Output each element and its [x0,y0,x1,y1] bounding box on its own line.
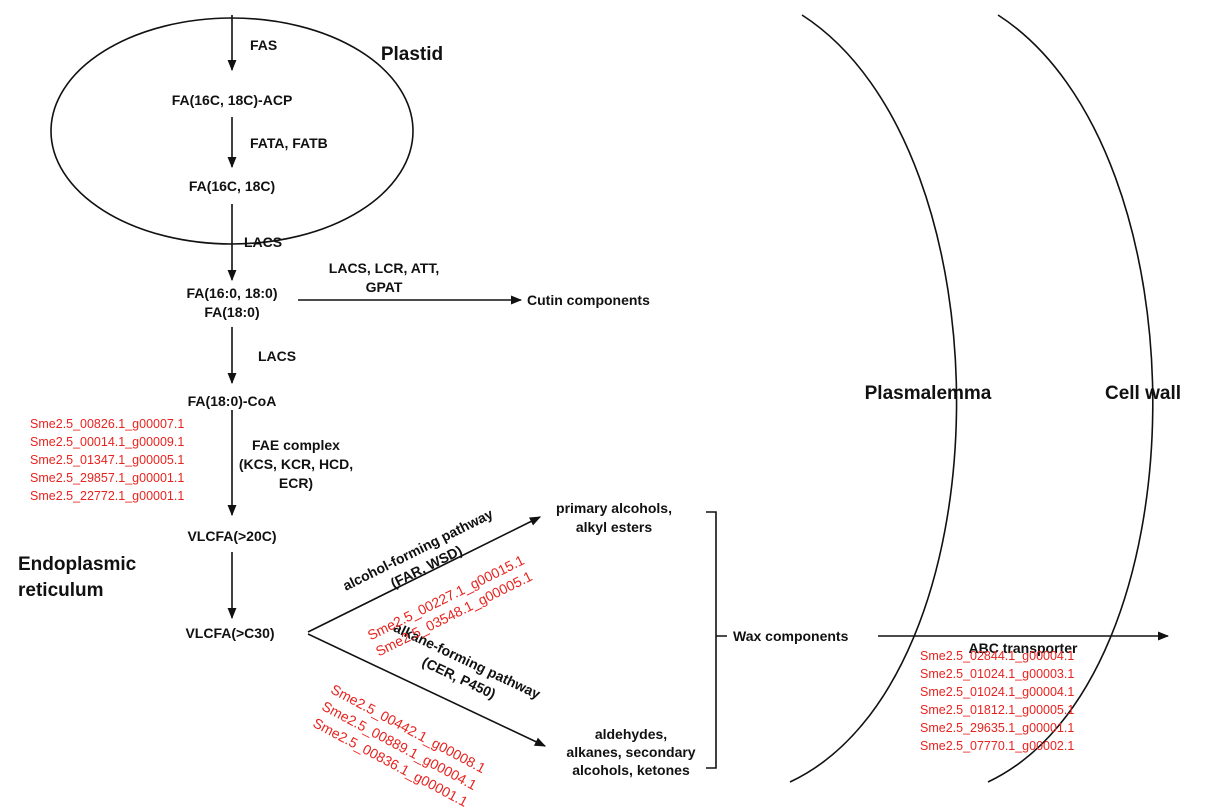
alcohols-line1: primary alcohols, [556,500,672,516]
fa-coa-label: FA(18:0)-CoA [188,393,277,409]
fae-gene-3: Sme2.5_01347.1_g00005.1 [30,453,184,467]
abc-transporter-label: ABC transporter [969,640,1078,656]
fata-fatb-label: FATA, FATB [250,135,328,151]
plasmalemma-label: Plasmalemma [865,383,992,404]
abc-gene-3: Sme2.5_01024.1_g00004.1 [920,685,1074,699]
fae-gene-5: Sme2.5_22772.1_g00001.1 [30,489,184,503]
fae-gene-2: Sme2.5_00014.1_g00009.1 [30,435,184,449]
lacs-1-label: LACS [244,234,282,250]
fa-acp-label: FA(16C, 18C)-ACP [172,92,293,108]
cell-wall-membrane [987,14,1154,783]
aldehydes-line1: aldehydes, [595,726,667,742]
fa-free-line1: FA(16:0, 18:0) [186,285,277,301]
alkane-gene-list: Sme2.5_00442.1_g00008.1 Sme2.5_00889.1_g… [310,681,488,810]
fae-line3: ECR) [279,475,313,491]
er-label-line1: Endoplasmic [18,554,137,575]
er-label-line2: reticulum [18,580,104,601]
lacs-2-label: LACS [258,348,296,364]
fa-free-line2: FA(18:0) [204,304,259,320]
arrow-alcohol-pathway [307,516,542,633]
cell-wall-label: Cell wall [1105,383,1181,404]
vlcfa-30-label: VLCFA(>C30) [185,625,274,641]
abc-gene-4: Sme2.5_01812.1_g00005.1 [920,703,1074,717]
aldehydes-line2: alkanes, secondary [566,744,695,760]
abc-gene-1: Sme2.5_02844.1_g00004.1 [920,649,1074,663]
fae-gene-4: Sme2.5_29857.1_g00001.1 [30,471,184,485]
fas-label: FAS [250,37,277,53]
abc-gene-6: Sme2.5_07770.1_g00002.1 [920,739,1074,753]
wax-components-label: Wax components [733,628,849,644]
abc-gene-2: Sme2.5_01024.1_g00003.1 [920,667,1074,681]
wax-bracket [706,511,727,769]
cutin-enzymes-line1: LACS, LCR, ATT, [329,260,439,276]
plasmalemma-membrane [789,14,958,783]
alcohols-line2: alkyl esters [576,519,652,535]
arrow-alkane-pathway [307,633,547,747]
fae-gene-1: Sme2.5_00826.1_g00007.1 [30,417,184,431]
fae-line2: (KCS, KCR, HCD, [239,456,353,472]
fae-line1: FAE complex [252,437,340,453]
abc-gene-5: Sme2.5_29635.1_g00001.1 [920,721,1074,735]
cutin-label: Cutin components [527,292,650,308]
aldehydes-line3: alcohols, ketones [572,762,690,778]
vlcfa-20-label: VLCFA(>20C) [187,528,276,544]
plastid-label: Plastid [381,44,443,65]
fa-16c-18c-label: FA(16C, 18C) [189,178,275,194]
cutin-enzymes-line2: GPAT [366,279,403,295]
